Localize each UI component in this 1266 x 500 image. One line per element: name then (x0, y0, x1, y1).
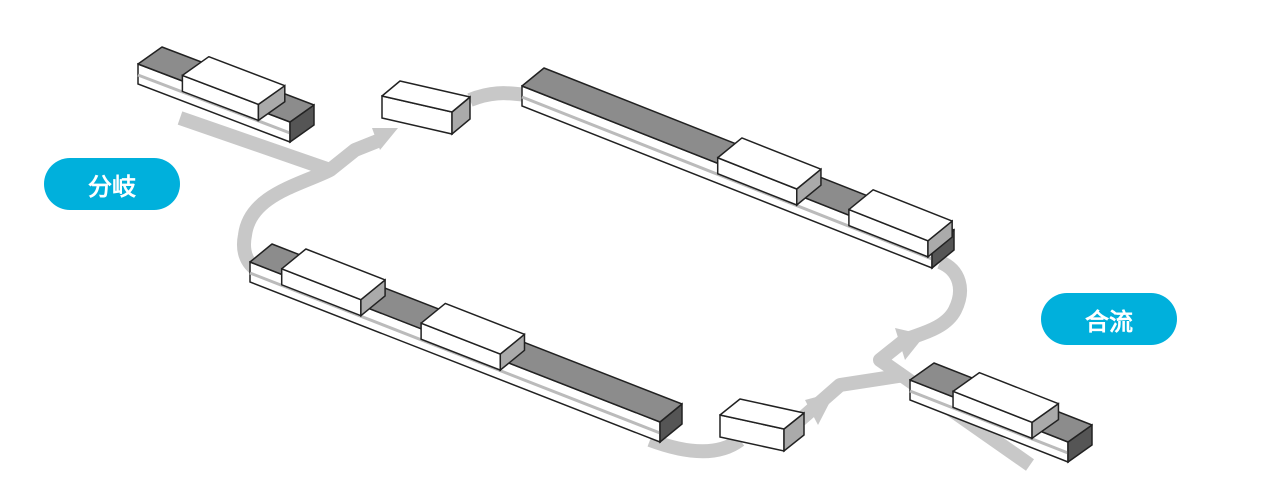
rail-top-right-carriage-1-top (848, 189, 953, 242)
rail-bottom-right-carriage-0-top (952, 371, 1060, 424)
branch-arrow-icon (372, 128, 398, 150)
standalone-carriage-bottom-top (719, 398, 805, 430)
merge-path (467, 86, 1035, 471)
rail-bottom-left-carriage-0-top (280, 248, 386, 301)
rail-top-left-carriage-0-top (181, 55, 286, 106)
merge-arrow-icon (895, 328, 925, 360)
standalone-carriage-top-top (381, 80, 471, 113)
branch-label: 分岐 (44, 158, 180, 210)
rail-bottom-left-carriage-1-top (420, 302, 526, 355)
merge-label: 合流 (1041, 293, 1177, 345)
merge-arrow-icon-2 (805, 392, 835, 425)
rail-top-right-carriage-0-top (716, 137, 822, 190)
